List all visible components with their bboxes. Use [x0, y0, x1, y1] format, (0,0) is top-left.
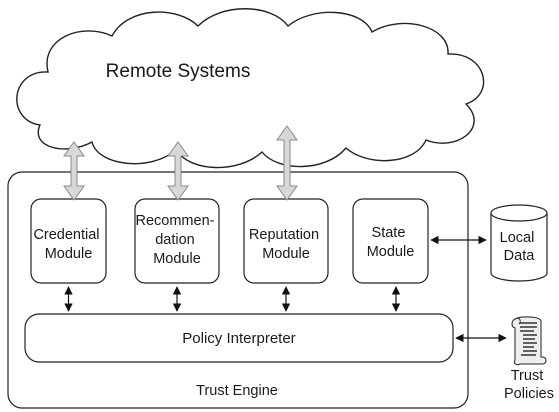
trust-engine-label: Trust Engine: [196, 383, 278, 399]
state-module-box: [352, 198, 429, 284]
policy-interpreter-box: [24, 313, 454, 363]
reputation-module-label: Reputation Module: [249, 227, 323, 262]
recommendation-module: Recommen- dation Module: [134, 198, 220, 284]
policy-interpreter: Policy Interpreter: [24, 313, 454, 363]
scroll-icon: [511, 316, 547, 366]
credential-module: Credential Module: [30, 198, 107, 284]
remote-systems-cloud: Remote Systems: [16, 8, 485, 169]
cloud-recommendation-arrow: [167, 141, 189, 201]
trust-policies-label: Trust Policies: [504, 368, 554, 402]
local-data-database: Local Data: [490, 204, 548, 282]
reputation-module: Reputation Module: [243, 198, 329, 284]
database-top: [490, 204, 548, 222]
credential-module-box: [30, 198, 107, 284]
recommendation-module-label: Recommen- dation Module: [136, 213, 219, 267]
state-module-label: State Module: [367, 225, 415, 260]
remote-systems-label: Remote Systems: [106, 61, 251, 82]
local-data-label: Local Data: [500, 230, 539, 264]
database-icon: [490, 213, 548, 282]
cloud-shape: [16, 8, 485, 169]
policy-interpreter-label: Policy Interpreter: [182, 330, 295, 347]
cloud-reputation-arrow: [276, 125, 298, 201]
credential-module-label: Credential Module: [33, 227, 103, 262]
cloud-credential-arrow: [63, 141, 85, 201]
state-module: State Module: [352, 198, 429, 284]
